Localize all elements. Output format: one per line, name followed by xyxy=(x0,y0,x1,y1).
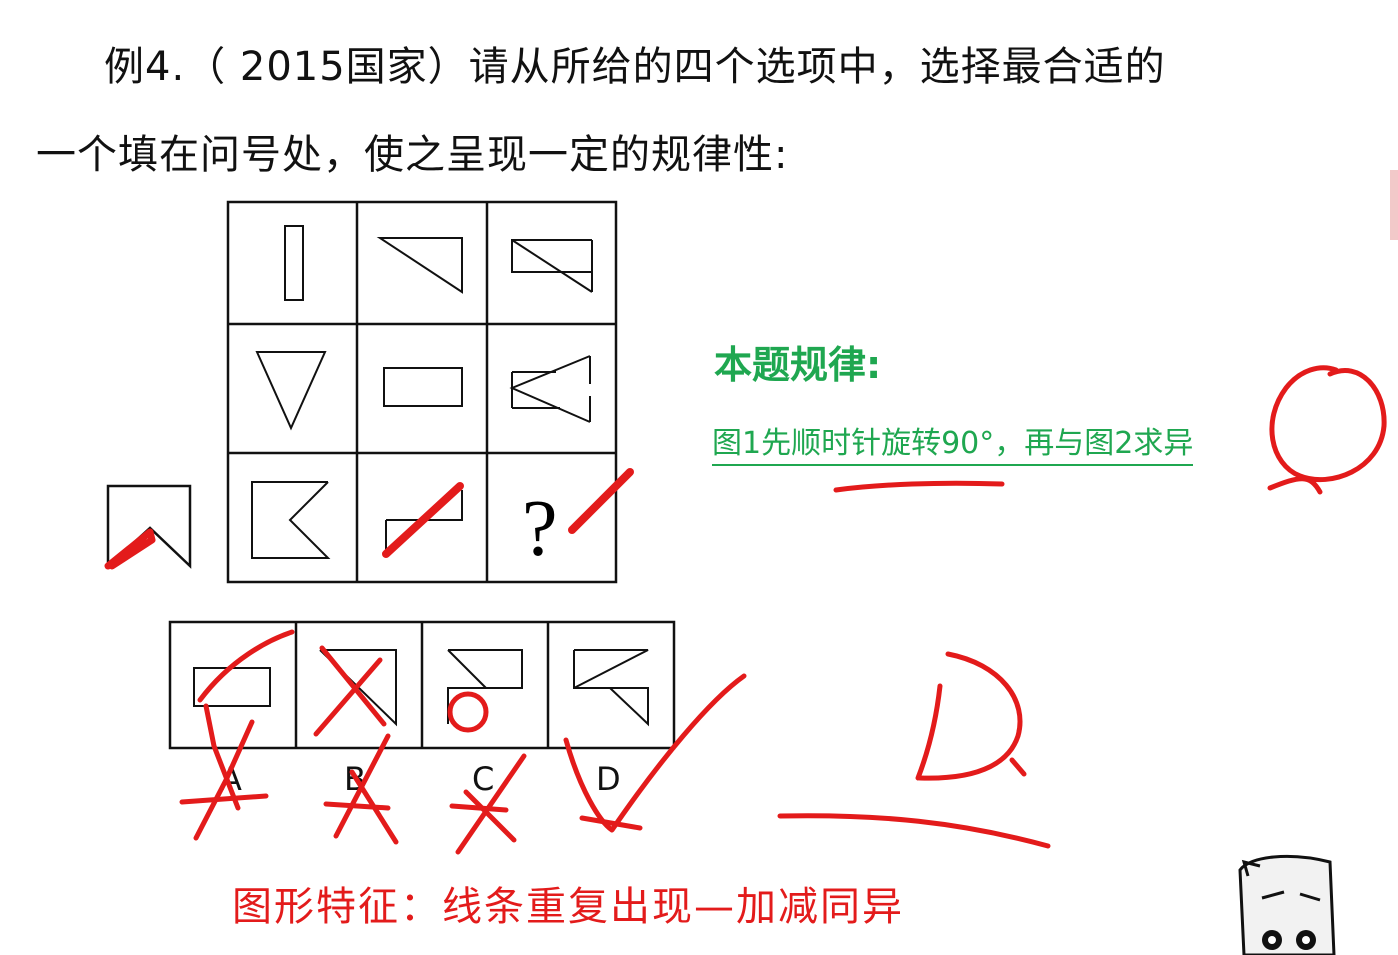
cell-1-2-figure xyxy=(376,237,463,294)
handwritten-annotations xyxy=(104,365,1387,855)
option-d-label: D xyxy=(596,760,621,798)
rule-title: 本题规律: xyxy=(714,343,882,387)
cell-1-1-figure xyxy=(284,225,304,301)
option-d-figure xyxy=(573,649,649,727)
option-c-figure xyxy=(447,649,523,724)
cell-3-2-figure xyxy=(385,490,463,552)
cell-3-1-figure xyxy=(251,481,331,559)
feature-text: 图形特征：线条重复出现—加减同异 xyxy=(232,884,904,930)
question-mark: ? xyxy=(522,485,558,573)
rule-text: 图1先顺时针旋转90°，再与图2求异 xyxy=(712,418,1194,466)
cell-1-3-figure xyxy=(511,239,593,293)
cell-2-1-figure xyxy=(255,351,327,431)
puzzle-grid xyxy=(226,200,618,584)
edge-marker xyxy=(1390,170,1398,240)
question-line-1: 例4.（ 2015国家）请从所给的四个选项中，选择最合适的 xyxy=(104,44,1166,90)
mascot-illustration xyxy=(1238,854,1336,955)
option-boxes xyxy=(168,620,676,750)
option-a-figure xyxy=(193,667,271,707)
option-c-label: C xyxy=(472,760,495,798)
question-line-2: 一个填在问号处，使之呈现一定的规律性: xyxy=(36,132,789,178)
cell-2-2-figure xyxy=(383,367,463,407)
cell-2-3-figure xyxy=(509,355,591,423)
